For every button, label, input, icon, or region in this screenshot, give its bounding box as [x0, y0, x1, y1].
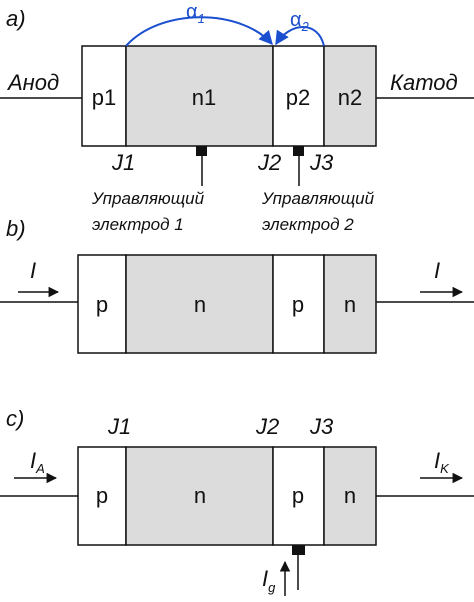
alpha1-label: α1 [186, 1, 205, 26]
current-out-label: I [434, 258, 440, 283]
alpha1-subscript: 1 [198, 11, 205, 26]
alpha1-symbol: α [186, 1, 198, 23]
region-c-p1-label: p [96, 483, 108, 508]
gate-current-subscript: g [268, 580, 276, 595]
region-c-p1 [77, 446, 127, 546]
alpha2-label: α2 [290, 9, 310, 34]
region-p2-label: p2 [286, 85, 310, 110]
region-c-n1-label: n [194, 483, 206, 508]
panel-a: a) Анод Катод p1 n1 p2 n2 α1 α2 J1 J2 J3 [0, 1, 474, 234]
gate1-label-line2: электрод 1 [92, 215, 184, 234]
gate-current-label: Ig [262, 566, 276, 595]
anode-current-symbol: I [30, 448, 36, 473]
panel-a-label: a) [6, 6, 26, 31]
cathode-current-subscript: K [440, 461, 450, 476]
junction-c-j3: J3 [309, 414, 334, 439]
region-b-p2 [272, 254, 325, 354]
region-b-p1-label: p [96, 292, 108, 317]
region-n1-label: n1 [192, 85, 216, 110]
alpha2-symbol: α [290, 9, 302, 31]
region-p2 [272, 45, 325, 147]
current-in-label: I [30, 258, 36, 283]
region-b-n2-label: n [344, 292, 356, 317]
region-n2-label: n2 [338, 85, 362, 110]
alpha1-arc [125, 16, 273, 47]
gate2-label-line1: Управляющий [261, 189, 375, 208]
junction-j3: J3 [309, 150, 334, 175]
alpha2-arc [275, 26, 325, 47]
gate1-label-line1: Управляющий [91, 189, 205, 208]
region-b-n1 [125, 254, 274, 354]
region-n1 [125, 45, 274, 147]
alpha2-subscript: 2 [301, 19, 310, 34]
panel-c-label: c) [6, 406, 24, 431]
gate-electrode-c [292, 545, 305, 555]
panel-b: b) I I p n p n [0, 216, 474, 354]
cathode-current-label: IK [434, 448, 450, 476]
gate1-electrode [196, 146, 207, 156]
gate-current-symbol: I [262, 566, 268, 591]
junction-c-j1: J1 [107, 414, 131, 439]
anode-label: Анод [6, 70, 59, 95]
junction-j1: J1 [111, 150, 135, 175]
region-p1-label: p1 [92, 85, 116, 110]
region-c-n2 [323, 446, 377, 546]
region-b-n1-label: n [194, 292, 206, 317]
region-c-p2-label: p [292, 483, 304, 508]
region-c-n2-label: n [344, 483, 356, 508]
junction-j2: J2 [257, 150, 281, 175]
gate2-electrode [293, 146, 304, 156]
cathode-current-symbol: I [434, 448, 440, 473]
anode-current-label: IA [30, 448, 45, 476]
panel-c: c) J1 J2 J3 IA IK p n p n Ig [0, 406, 474, 596]
gate2-label-line2: электрод 2 [262, 215, 354, 234]
region-b-p1 [77, 254, 127, 354]
panel-b-label: b) [6, 216, 26, 241]
anode-current-subscript: A [35, 461, 45, 476]
region-b-p2-label: p [292, 292, 304, 317]
region-c-p2 [272, 446, 325, 546]
region-c-n1 [125, 446, 274, 546]
region-n2 [323, 45, 377, 147]
region-b-n2 [323, 254, 377, 354]
junction-c-j2: J2 [255, 414, 279, 439]
cathode-label: Катод [390, 70, 458, 95]
